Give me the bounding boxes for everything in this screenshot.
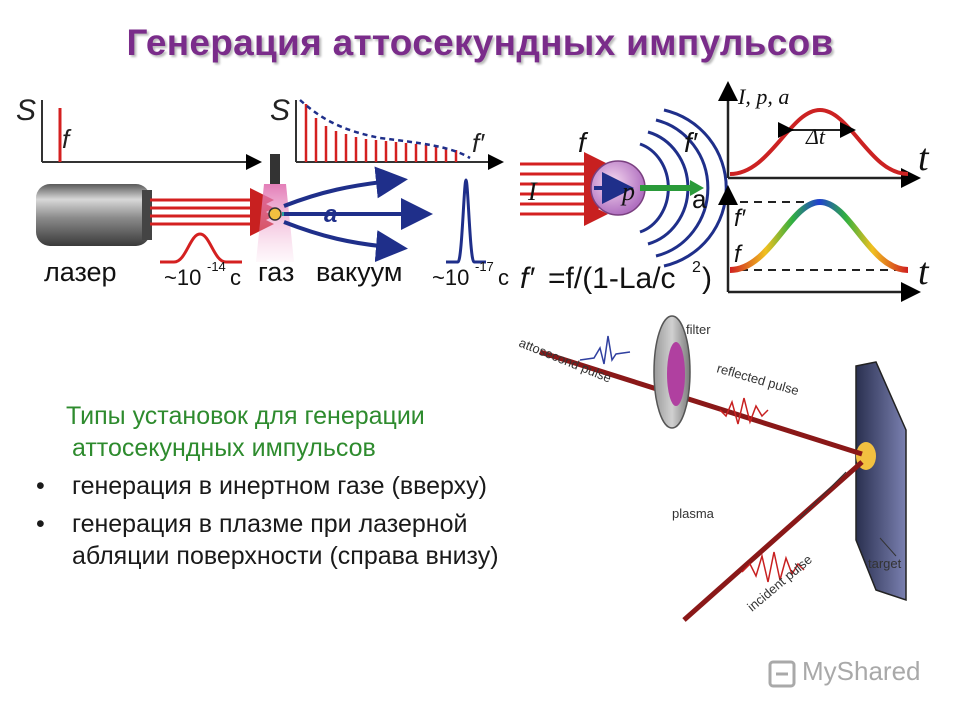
description-heading-line1: Типы установок для генерации xyxy=(66,402,425,430)
description-text: Типы установок для генерации аттосекундн… xyxy=(36,400,636,572)
laser-pulse-curve xyxy=(160,232,242,264)
pulse1-unit: с xyxy=(230,265,241,290)
watermark-icon xyxy=(768,660,796,688)
spectrum1-s-label: S xyxy=(16,94,36,127)
plot1-t-label: t xyxy=(918,137,930,179)
attosecond-pulse-label: attosecond pulse xyxy=(517,335,614,386)
watermark: MyShared xyxy=(802,656,921,686)
formula-close: ) xyxy=(702,262,712,295)
incoming-beams xyxy=(520,152,608,226)
attosecond-pulse-wave xyxy=(579,335,631,365)
spectrum2-s-label: S xyxy=(270,94,290,127)
pulse1-label: ~10 xyxy=(164,265,201,290)
spectrum2-harmonics xyxy=(304,104,458,162)
formula-body: =f/(1-La/c xyxy=(548,262,676,295)
bullet-text: абляции поверхности (справа внизу) xyxy=(72,542,499,570)
pulse2-exp: -17 xyxy=(475,259,494,274)
plot2-t-label: t xyxy=(918,251,930,293)
harmonic-arrow-down xyxy=(283,220,408,263)
target-pointer xyxy=(879,537,897,557)
target-plate xyxy=(855,361,907,602)
mirror-a-label: a xyxy=(692,184,707,214)
plasma-pointer xyxy=(799,471,847,519)
laser-body xyxy=(36,184,150,246)
plot2-curve xyxy=(729,198,909,273)
gas-setup-panel: S f S f′ xyxy=(16,94,509,290)
laser-beams xyxy=(150,188,274,236)
pulse1-exp: -14 xyxy=(207,259,226,274)
reflected-pulse-label: reflected pulse xyxy=(715,360,800,398)
formula-exp: 2 xyxy=(692,259,701,276)
formula-prefix: f′ xyxy=(520,262,535,295)
plot1-curve xyxy=(729,107,909,176)
plot1-labels: I, p, a xyxy=(737,84,789,109)
spectrum1-f-label: f xyxy=(62,124,72,154)
mirror-p-label: p xyxy=(620,177,635,206)
filter-center xyxy=(667,342,685,406)
gas-nozzle xyxy=(270,154,280,184)
reflected-pulse-wave xyxy=(719,397,769,425)
laser-label: лазер xyxy=(44,257,117,287)
incident-beam xyxy=(682,460,864,622)
target-label: target xyxy=(868,556,902,571)
laser-aperture xyxy=(142,190,152,240)
bullet-text: генерация в инертном газе (вверху) xyxy=(72,472,487,500)
plasma-label: plasma xyxy=(672,506,715,521)
mirror-f-label: f xyxy=(578,127,589,158)
gas-atom xyxy=(268,207,282,221)
delta-t-label: Δt xyxy=(805,124,826,149)
mirror-panel: f f′ I p a f′ =f/(1-La/c 2 ) xyxy=(520,108,728,295)
bullet-item: • генерация в плазме при лазерной абляци… xyxy=(36,508,636,572)
pulse2-unit: с xyxy=(498,265,509,290)
mirror-i-label: I xyxy=(527,177,538,206)
incident-pulse-label: incident pulse xyxy=(744,552,815,615)
description-heading-line2: аттосекундных импульсов xyxy=(72,434,376,462)
bullet-dot: • xyxy=(36,472,45,500)
atto-pulse-curve xyxy=(446,178,486,264)
filter-label: filter xyxy=(686,322,711,337)
pulse2-label: ~10 xyxy=(432,265,469,290)
vacuum-label: вакуум xyxy=(316,257,402,287)
harmonic-arrow-up xyxy=(283,166,408,208)
bullet-dot: • xyxy=(36,510,45,538)
mirror-f-prime-label: f′ xyxy=(684,127,699,158)
spectrum2-f-prime-label: f′ xyxy=(472,128,485,158)
plot2-f-label: f xyxy=(734,241,743,268)
page-title: Генерация аттосекундных импульсов xyxy=(126,22,834,63)
reflected-beam xyxy=(539,349,863,457)
gas-jet xyxy=(256,184,294,262)
plot2-fprime-label: f′ xyxy=(734,205,747,232)
gas-label: газ xyxy=(258,257,294,287)
bullet-text: генерация в плазме при лазерной xyxy=(72,510,468,538)
incident-pulse-wave xyxy=(741,551,805,583)
time-plots-panel: I, p, a Δt t f′ f t xyxy=(718,81,930,302)
bullet-item: • генерация в инертном газе (вверху) xyxy=(36,470,636,502)
